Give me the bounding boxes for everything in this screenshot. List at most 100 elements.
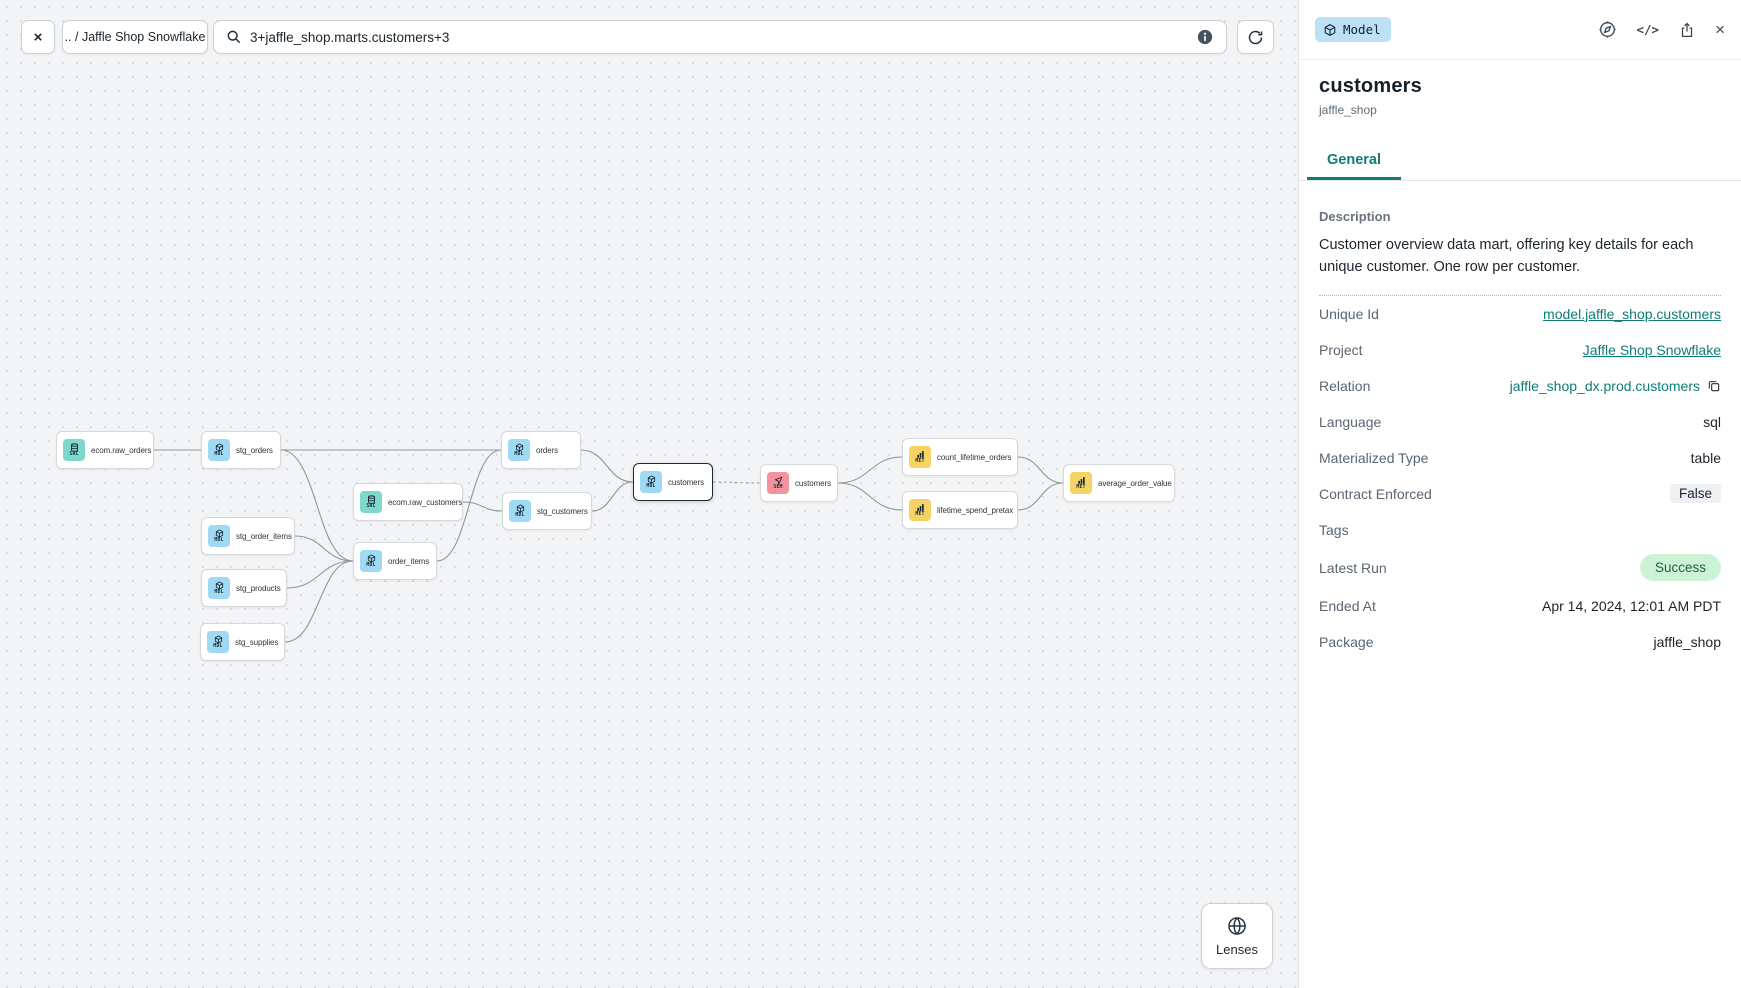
graph-node-average_order_value[interactable]: MET average_order_value: [1063, 464, 1175, 502]
copy-icon[interactable]: [1707, 379, 1721, 393]
field-label: Tags: [1319, 521, 1349, 538]
section-divider: [1319, 294, 1721, 296]
field-row-project: Project Jaffle Shop Snowflake: [1319, 332, 1721, 368]
graph-node-stg_products[interactable]: MDL stg_products: [201, 569, 287, 607]
met-icon: MET: [909, 499, 931, 521]
node-label: stg_products: [236, 583, 281, 593]
node-label: ecom.raw_customers: [388, 497, 463, 507]
edge-stg_customers-to-customers_model: [591, 481, 634, 512]
lenses-button[interactable]: Lenses: [1201, 903, 1273, 969]
graph-node-customers_model[interactable]: MDL customers: [633, 463, 713, 501]
node-label: order_items: [388, 556, 430, 566]
close-lineage-button[interactable]: ×: [21, 20, 55, 54]
field-value: jaffle_shop: [1653, 633, 1721, 650]
node-label: stg_customers: [537, 506, 588, 516]
field-value: Apr 14, 2024, 12:01 AM PDT: [1542, 597, 1721, 614]
search-input[interactable]: [250, 29, 1188, 45]
field-value-link[interactable]: Jaffle Shop Snowflake: [1582, 341, 1721, 358]
refresh-icon: [1247, 29, 1264, 46]
edge-stg_products-to-order_items: [286, 560, 354, 589]
node-label: ecom.raw_orders: [91, 445, 152, 455]
node-label: customers: [668, 477, 704, 487]
met-icon: MET: [909, 446, 931, 468]
graph-node-orders[interactable]: MDL orders: [501, 431, 581, 469]
panel-subtitle: jaffle_shop: [1319, 103, 1377, 117]
field-value: sql: [1703, 413, 1721, 430]
code-icon[interactable]: </>: [1636, 22, 1660, 37]
node-label: count_lifetime_orders: [937, 452, 1012, 462]
met-icon: MET: [1070, 472, 1092, 494]
edge-order_items-to-orders: [436, 449, 502, 562]
contract-badge: False: [1669, 484, 1721, 503]
node-label: average_order_value: [1098, 478, 1172, 488]
tab-general[interactable]: General: [1307, 144, 1401, 180]
field-row-tags: Tags: [1319, 512, 1721, 548]
edge-customers_model-to-customers_sem: [712, 481, 761, 484]
panel-title: customers: [1319, 75, 1422, 97]
graph-node-order_items[interactable]: MDL order_items: [353, 542, 437, 580]
panel-tabs: General: [1299, 144, 1741, 181]
close-panel-icon[interactable]: ×: [1715, 20, 1725, 39]
field-label: Unique Id: [1319, 305, 1379, 322]
src-icon: SRC: [360, 491, 382, 513]
edge-ecom_raw_customers-to-stg_customers: [462, 501, 503, 512]
lineage-search-bar[interactable]: [213, 20, 1227, 54]
search-icon: [226, 29, 242, 45]
info-icon[interactable]: [1196, 28, 1214, 46]
description-label: Description: [1319, 209, 1391, 224]
field-row-latest-run: Latest Run Success: [1319, 548, 1721, 588]
mdl-icon: MDL: [509, 500, 531, 522]
lenses-label: Lenses: [1216, 942, 1258, 957]
field-label: Language: [1319, 413, 1382, 430]
field-label: Project: [1319, 341, 1363, 358]
edge-orders-to-customers_model: [580, 449, 634, 483]
field-row-relation: Relation jaffle_shop_dx.prod.customers: [1319, 368, 1721, 404]
panel-header: Model </> ×: [1299, 0, 1741, 60]
edge-lifetime_spend_pretax-to-average_order_value: [1017, 482, 1064, 511]
model-cube-icon: [1323, 23, 1337, 37]
edge-stg_order_items-to-order_items: [294, 535, 354, 562]
lineage-edges: [153, 449, 1064, 643]
edge-count_lifetime_orders-to-average_order_value: [1017, 456, 1064, 484]
mdl-icon: MDL: [508, 439, 530, 461]
field-value-link[interactable]: model.jaffle_shop.customers: [1543, 305, 1721, 322]
field-label: Package: [1319, 633, 1374, 650]
graph-node-lifetime_spend_pretax[interactable]: MET lifetime_spend_pretax: [902, 491, 1018, 529]
graph-node-ecom_raw_customers[interactable]: SRC ecom.raw_customers: [353, 483, 463, 521]
node-label: orders: [536, 445, 559, 455]
share-icon[interactable]: [1678, 21, 1696, 39]
description-text: Customer overview data mart, offering ke…: [1319, 237, 1694, 275]
node-label: stg_order_items: [236, 531, 292, 541]
field-label: Relation: [1319, 377, 1371, 394]
node-details-panel: Model </> ×: [1298, 0, 1741, 988]
field-value: table: [1690, 449, 1721, 466]
mdl-icon: MDL: [360, 550, 382, 572]
field-label: Latest Run: [1319, 559, 1387, 576]
sem-icon: SEM: [767, 472, 789, 494]
mdl-icon: MDL: [208, 577, 230, 599]
edge-customers_sem-to-lifetime_spend_pretax: [837, 482, 903, 511]
explore-compass-icon[interactable]: [1598, 20, 1617, 39]
field-row-unique-id: Unique Id model.jaffle_shop.customers: [1319, 296, 1721, 332]
field-row-package: Package jaffle_shop: [1319, 624, 1721, 660]
resource-type-badge: Model: [1315, 17, 1391, 42]
breadcrumb[interactable]: .. / Jaffle Shop Snowflake: [62, 20, 208, 54]
refresh-lineage-button[interactable]: [1237, 20, 1274, 54]
graph-node-stg_customers[interactable]: MDL stg_customers: [502, 492, 592, 530]
graph-node-count_lifetime_orders[interactable]: MET count_lifetime_orders: [902, 438, 1018, 476]
node-label: lifetime_spend_pretax: [937, 505, 1014, 515]
mdl-icon: MDL: [640, 471, 662, 493]
field-value: jaffle_shop_dx.prod.customers: [1509, 377, 1700, 394]
status-badge: Success: [1639, 554, 1721, 581]
edge-stg_supplies-to-order_items: [284, 560, 354, 643]
